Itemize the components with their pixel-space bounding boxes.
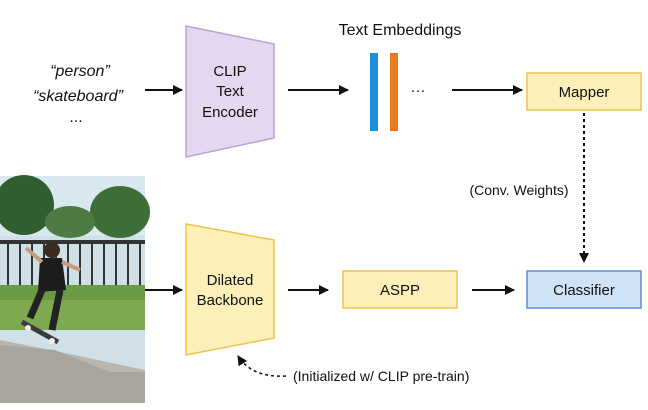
text-embeddings-title: Text Embeddings: [339, 22, 462, 39]
skateboarder-photo: [0, 175, 150, 403]
init-note-label: (Initialized w/ CLIP pre-train): [293, 368, 469, 384]
classifier-box: [526, 270, 642, 309]
clip-text-encoder-label-line3: Encoder: [202, 104, 258, 121]
input-word-person: “person”: [50, 63, 110, 80]
mapper-label: Mapper: [559, 84, 610, 101]
embedding-bar-blue: [370, 53, 378, 131]
clip-text-encoder-label-line2: Text: [216, 83, 244, 100]
clip-text-encoder-label-line1: CLIP: [213, 63, 246, 80]
dilated-backbone-shape: [185, 223, 275, 356]
arrow-init-note-to-backbone: [237, 355, 287, 377]
aspp-box: [342, 270, 458, 309]
aspp-label: ASPP: [380, 282, 420, 299]
input-more-ellipsis: ...: [69, 109, 82, 126]
mapper-box: [526, 72, 642, 111]
clip-text-encoder-shape: [185, 25, 275, 158]
embedding-bar-orange: [390, 53, 398, 131]
dilated-backbone-label-line2: Backbone: [197, 292, 264, 309]
dilated-backbone-label-line1: Dilated: [207, 272, 254, 289]
embeddings-ellipsis: ···: [411, 82, 426, 99]
conv-weights-label: (Conv. Weights): [469, 182, 568, 198]
input-word-skateboard: “skateboard”: [33, 88, 123, 105]
classifier-label: Classifier: [553, 282, 615, 299]
